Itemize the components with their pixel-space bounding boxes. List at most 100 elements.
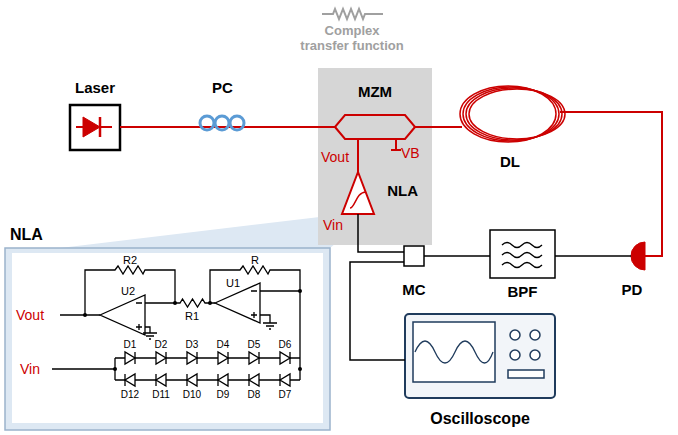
nla-circuit-part-part (187, 374, 197, 386)
nla-circuit-part (210, 266, 300, 380)
nla-circuit-part-part (208, 301, 212, 305)
nla-circuit-part (145, 299, 215, 307)
diode-name: D4 (217, 339, 230, 351)
nla-circuit (52, 266, 302, 386)
bandpass-filter-symbol (485, 230, 560, 278)
nla-circuit-part-part (298, 289, 302, 293)
node-heading: PC (212, 80, 233, 97)
resistor-name: R (251, 254, 259, 267)
mzm-waveguide-part (335, 127, 415, 139)
diode-name: D8 (248, 389, 261, 401)
bandpass-filter-symbol-part (502, 243, 542, 268)
delay-line-coil-part (560, 111, 570, 113)
node-heading: MC (402, 282, 425, 299)
laser-symbol-part (99, 117, 102, 137)
nla-circuit-part-part (249, 352, 259, 364)
mzm-waveguide (318, 115, 432, 172)
laser-node: Laser (62, 80, 128, 155)
nla-circuit-part (100, 295, 145, 335)
bandpass-filter-symbol-part (485, 255, 560, 257)
connector (570, 112, 662, 256)
oscilloscope-symbol-part (508, 370, 544, 378)
coupler-node: MC (398, 246, 430, 300)
nla-circuit-part-part (289, 352, 290, 364)
nla-circuit-part-part (125, 352, 135, 364)
connector (560, 255, 612, 257)
transfer-function-symbol (322, 9, 383, 19)
oscilloscope-symbol-part (530, 330, 540, 340)
connector (430, 255, 485, 257)
nla-circuit-part-part (156, 352, 166, 364)
photodetector-symbol-part (631, 242, 645, 270)
nla-circuit-part-part (156, 374, 166, 386)
nla-circuit-part-part (125, 374, 135, 386)
mzm-region (318, 68, 432, 245)
nla-circuit-part-part (186, 374, 187, 386)
delay-line-node: DL (450, 75, 570, 172)
node-heading: Oscilloscope (430, 410, 530, 428)
nla-circuit-part (60, 314, 100, 315)
nla-circuit-part (83, 289, 302, 371)
coupler-symbol-part (404, 246, 424, 266)
nla-circuit-part-part (258, 352, 259, 364)
diode-name: D6 (279, 339, 292, 351)
nla-circuit-part-part (113, 367, 117, 371)
mzm-region-part (318, 68, 432, 245)
nla-circuit-part-part (218, 374, 228, 386)
node-heading: MZM (358, 84, 392, 101)
diode-name: D2 (155, 339, 168, 351)
polarization-controller (195, 116, 250, 130)
diode-name: D3 (186, 339, 199, 351)
delay-line-coil-part (469, 89, 565, 139)
nla-circuit-part-part (187, 352, 197, 364)
oscilloscope-symbol-part (530, 350, 540, 360)
filter-node: BPF (485, 228, 560, 302)
nla-circuit-part-part (217, 374, 218, 386)
nla-circuit-part-part (218, 352, 228, 364)
nla-circuit-part (143, 327, 157, 339)
nla-circuit-part-part (279, 374, 280, 386)
connector (350, 262, 400, 360)
nla-amplifier-symbol (342, 172, 374, 220)
node-heading: NLA (387, 183, 418, 200)
diode-name: D9 (217, 389, 230, 401)
nla-circuit-part (136, 303, 142, 330)
connector (250, 126, 318, 128)
nla-circuit-part-part (196, 352, 197, 364)
signal-name: VB (401, 145, 420, 161)
diode-name: D1 (124, 339, 137, 351)
diode-name: D11 (152, 389, 170, 401)
resistor-name: R1 (185, 310, 199, 323)
oscilloscope-symbol-part (510, 350, 520, 360)
nla-circuit-part-part (124, 374, 125, 386)
nla-circuit-part (125, 352, 290, 386)
polarization-controller-part (215, 116, 229, 130)
mzm-waveguide-part (391, 139, 401, 150)
oscilloscope-node: Oscilloscope (400, 312, 560, 430)
nla-circuit-part (52, 358, 300, 380)
diode-name: D7 (279, 389, 292, 401)
photodetector-node: PD (612, 238, 652, 300)
inset-panel: NLA (5, 226, 332, 432)
opamp-name: U1 (226, 277, 240, 290)
nla-circuit-part-part (280, 374, 290, 386)
nla-circuit-part-part (83, 313, 87, 317)
nla-amplifier-symbol-part (342, 172, 374, 214)
laser-symbol-part (70, 105, 120, 150)
oscilloscope-symbol-part (510, 330, 520, 340)
nla-panel-part (5, 248, 330, 430)
nla-circuit-part-part (280, 352, 290, 364)
nla-circuit-part-part (165, 352, 166, 364)
transfer-function-symbol-part (322, 9, 383, 19)
oscilloscope-symbol (400, 314, 555, 398)
nla-circuit-part (260, 315, 277, 329)
nla-circuit-part-part (298, 367, 302, 371)
connector (358, 220, 398, 252)
oscilloscope-symbol-part (405, 314, 555, 398)
mzm-waveguide-part (357, 139, 359, 172)
diode-name: D10 (183, 389, 201, 401)
nla-circuit-part-part (173, 301, 177, 305)
delay-line-coil-part (450, 126, 462, 128)
resistor-name: R2 (123, 254, 137, 267)
